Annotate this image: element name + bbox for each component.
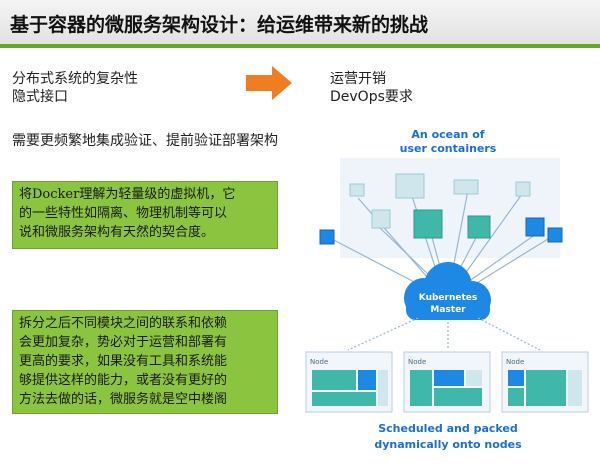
challenge-left-1: 分布式系统的复杂性	[12, 71, 138, 87]
diagram-top-caption-2: user containers	[400, 142, 497, 155]
dependency-note-box: 拆分之后不同模块之间的联系和依赖 会更加复杂，势必对于运营和部署有 更高的要求，…	[12, 310, 278, 414]
node-label-1: Node	[310, 358, 328, 366]
diagram-top-caption-1: An ocean of	[411, 128, 484, 141]
node-group	[305, 351, 589, 413]
docker-note-box: 将Docker理解为轻量级的虚拟机，它 的一些特性如隔离、物理机制等可以 说和微…	[12, 181, 278, 249]
challenge-right-2: DevOps要求	[330, 89, 413, 105]
kubernetes-master-cloud	[404, 262, 491, 320]
user-containers	[319, 173, 563, 245]
cloud-label-1: Kubernetes	[419, 293, 477, 303]
dependency-note-line: 会更加复杂，势必对于运营和部署有	[19, 335, 228, 350]
title-bar: 基于容器的微服务架构设计：给运维带来新的挑战	[0, 0, 600, 44]
node-links	[347, 317, 541, 351]
docker-note-line: 说和微服务架构有天然的契合度。	[19, 225, 215, 240]
right-arrow-icon	[246, 66, 292, 100]
integration-note: 需要更频繁地集成验证、提前验证部署架构	[12, 133, 278, 149]
dependency-note-line: 更高的要求，如果没有工具和系统能	[19, 354, 228, 369]
challenge-right-1: 运营开销	[330, 71, 386, 87]
diagram-bottom-caption-2: dynamically onto nodes	[374, 438, 522, 451]
diagram-bottom-caption-1: Scheduled and packed	[378, 422, 518, 435]
cloud-label-2: Master	[430, 305, 466, 315]
kubernetes-diagram: An ocean of user containers Kubernetes	[305, 128, 589, 451]
dependency-note-line: 拆分之后不同模块之间的联系和依赖	[19, 316, 228, 331]
page-title: 基于容器的微服务架构设计：给运维带来新的挑战	[10, 14, 429, 36]
title-divider	[0, 44, 600, 48]
dependency-note-line: 方法去做的话，微服务就是空中楼阁	[19, 392, 228, 407]
docker-note-line: 的一些特性如隔离、物理机制等可以	[19, 206, 228, 221]
node-label-3: Node	[506, 358, 524, 366]
node-label-2: Node	[408, 358, 426, 366]
container-area	[340, 158, 560, 258]
dependency-note-line: 够提供这样的能力，或者没有更好的	[19, 373, 228, 388]
docker-note-line: 将Docker理解为轻量级的虚拟机，它	[19, 187, 236, 202]
challenge-left-2: 隐式接口	[12, 89, 68, 105]
